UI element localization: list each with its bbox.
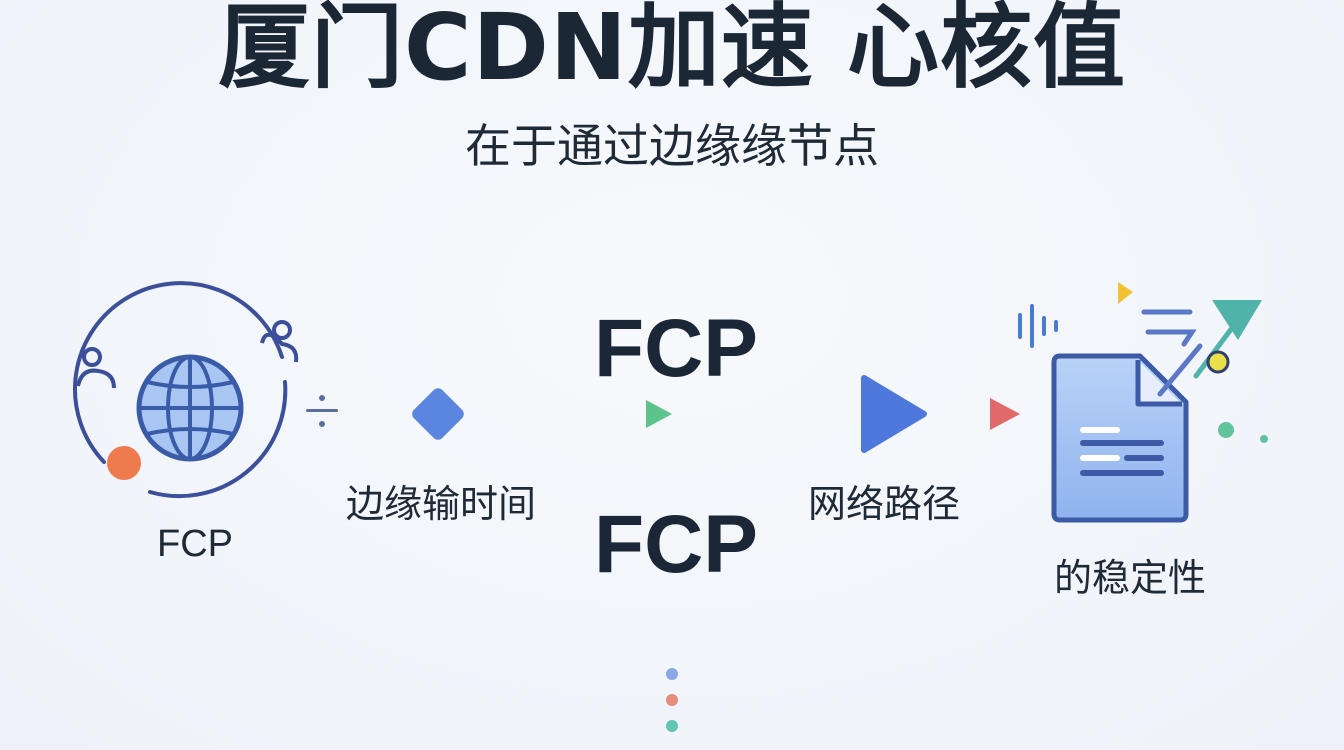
orbit-ring [73, 281, 284, 464]
center-top-label: FCP [594, 303, 758, 394]
left-node-label: FCP [157, 523, 233, 565]
flag-icon [1118, 282, 1133, 304]
globe-node [73, 281, 299, 499]
yellow-dot [1206, 350, 1230, 374]
user-icon [260, 320, 299, 363]
diamond-marker [412, 388, 464, 440]
document-node [1018, 282, 1268, 523]
page-title: 厦门CDN加速 心核值 [218, 0, 1126, 101]
sound-wave-icon [1018, 304, 1058, 348]
divide-icon [306, 395, 338, 427]
ellipsis-dots [666, 668, 678, 732]
right-node-label: 的稳定性 [1054, 556, 1207, 600]
speed-lines-icon [1141, 309, 1203, 397]
document-icon [1051, 353, 1189, 523]
teal-dot-small [1260, 435, 1268, 443]
segment-1-label: 边缘输时间 [346, 482, 537, 526]
status-dot [107, 446, 141, 480]
page-subtitle: 在于通过边缘缘节点 [465, 119, 879, 173]
teal-dot [1218, 422, 1234, 438]
center-bottom-label: FCP [594, 499, 758, 590]
arrow-segment-2 [686, 375, 1020, 453]
segment-2-label: 网络路径 [808, 482, 961, 526]
play-marker [861, 375, 927, 453]
user-icon [76, 347, 116, 389]
arrow-segment-1 [348, 388, 672, 440]
